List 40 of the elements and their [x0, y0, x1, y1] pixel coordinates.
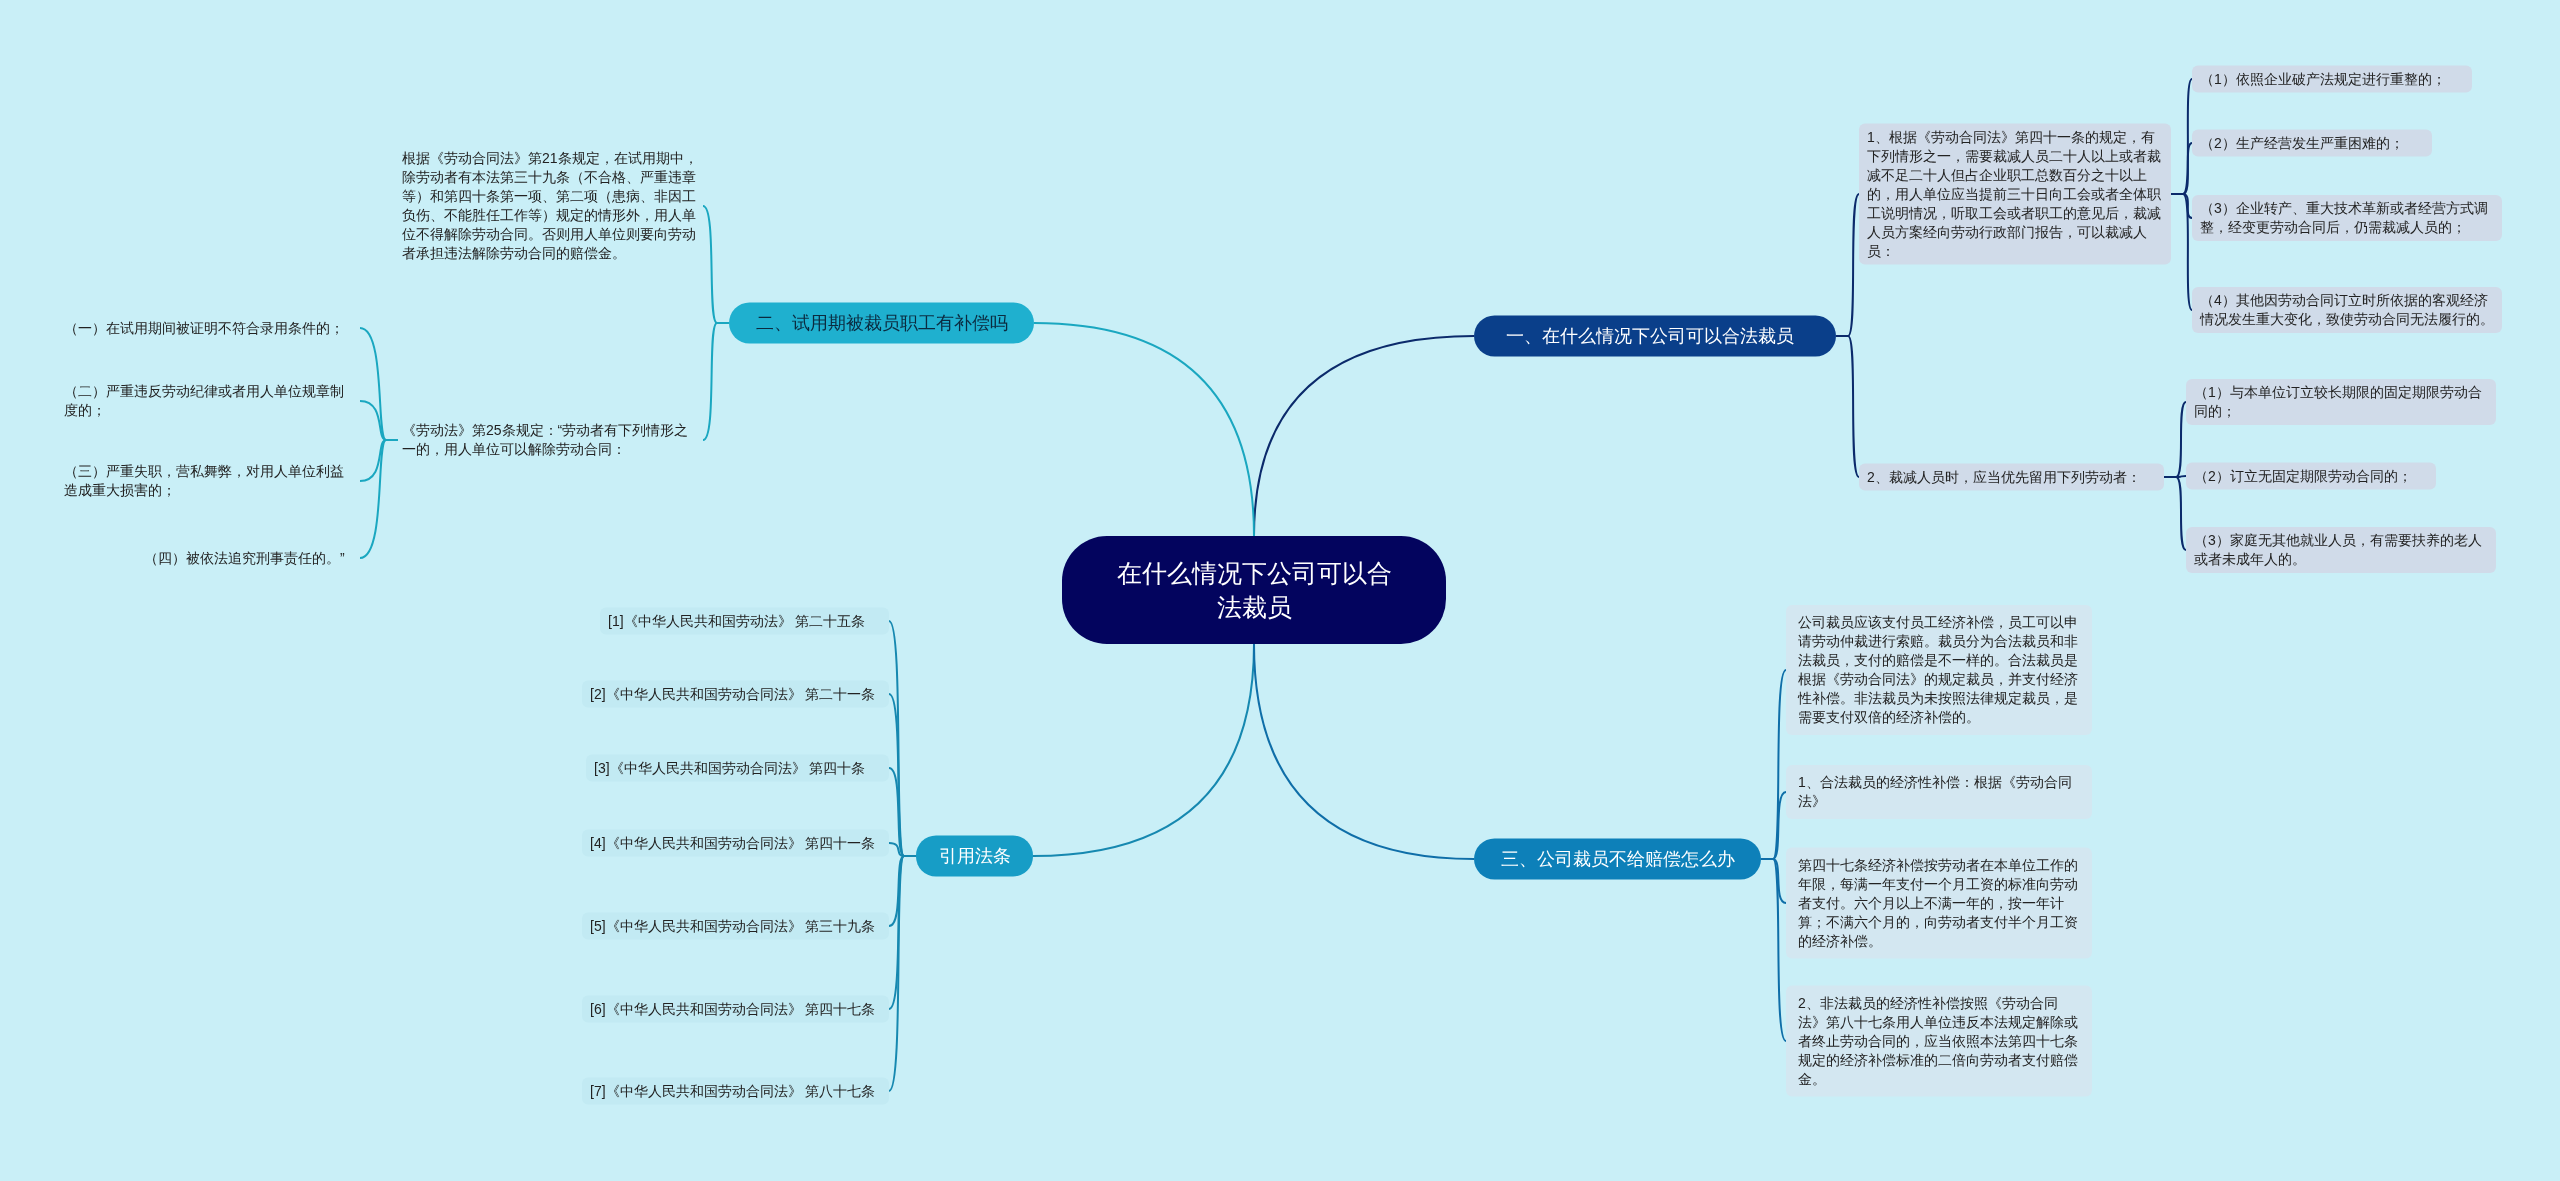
citation-box: [7]《中华人民共和国劳动合同法》 第八十七条: [582, 1077, 889, 1105]
subtopic-box: 2、裁减人员时，应当优先留用下列劳动者：: [1859, 463, 2164, 491]
subtopic-box: （1）依照企业破产法规定进行重整的；: [2192, 65, 2472, 93]
branch-topic: 三、公司裁员不给赔偿怎么办: [1474, 838, 1761, 880]
subtopic-box: （4）其他因劳动合同订立时所依据的客观经济情况发生重大变化，致使劳动合同无法履行的。: [2192, 287, 2502, 333]
subtopic-box: 1、合法裁员的经济性补偿：根据《劳动合同法》: [1786, 765, 2092, 819]
citation-box: [6]《中华人民共和国劳动合同法》 第四十七条: [582, 995, 889, 1023]
connector: [1253, 643, 1475, 860]
subtopic-box: 1、根据《劳动合同法》第四十一条的规定，有下列情形之一，需要裁减人员二十人以上或者裁减不足二十人但占企业职工总数百分之十以上的，用人单位应当提前三十日向工会或者全体职工说明情况，听取工会或者职工的意见后，裁减人员方案经向劳动行政部门报告，可以裁减人员：: [1859, 123, 2171, 265]
connector: [1760, 858, 1787, 1042]
citation-box: [5]《中华人民共和国劳动合同法》 第三十九条: [582, 912, 889, 940]
connector: [2163, 476, 2187, 551]
subtopic-text: 根据《劳动合同法》第21条规定，在试用期中，除劳动者有本法第三十九条（不合格、严重违章等）和第四十条第一项、第二项（患病、非因工负伤、不能胜任工作等）规定的情形外，用人单位不得解除劳动合同。否则用人单位则要向劳动者承担违法解除劳动合同的赔偿金。: [398, 149, 703, 263]
branch-topic: 引用法条: [916, 835, 1033, 877]
connector: [1835, 335, 1860, 478]
subtopic-box: （3）企业转产、重大技术革新或者经营方式调整，经变更劳动合同后，仍需裁减人员的；: [2192, 195, 2502, 241]
subtopic-box: （1）与本单位订立较长期限的固定期限劳动合同的；: [2186, 379, 2496, 425]
subtopic-box: 公司裁员应该支付员工经济补偿，员工可以申请劳动仲裁进行索赔。裁员分为合法裁员和非法裁员，支付的赔偿是不一样的。合法裁员是根据《劳动合同法》的规定裁员，并支付经济性补偿。非法裁员为未按照法律规定裁员，是需要支付双倍的经济补偿的。: [1786, 605, 2092, 735]
subtopic-box: （2）生产经营发生严重困难的；: [2192, 129, 2432, 157]
subtopic-text: （二）严重违反劳动纪律或者用人单位规章制度的；: [60, 382, 360, 420]
connector: [702, 322, 730, 441]
subtopic-box: （3）家庭无其他就业人员，有需要扶养的老人或者未成年人的。: [2186, 527, 2496, 573]
connector: [2170, 193, 2193, 311]
subtopic-text: （一）在试用期间被证明不符合录用条件的；: [60, 318, 360, 338]
connector: [1033, 322, 1255, 537]
branch-topic: 二、试用期被裁员职工有补偿吗: [729, 302, 1034, 344]
citation-box: [2]《中华人民共和国劳动合同法》 第二十一条: [582, 680, 889, 708]
subtopic-text: （三）严重失职，营私舞弊，对用人单位利益造成重大损害的；: [60, 462, 360, 500]
subtopic-box: 2、非法裁员的经济性补偿按照《劳动合同法》第八十七条用人单位违反本法规定解除或者终止劳动合同的，应当依照本法第四十七条规定的经济补偿标准的二倍向劳动者支付赔偿金。: [1786, 985, 2092, 1097]
citation-box: [4]《中华人民共和国劳动合同法》 第四十一条: [582, 829, 889, 857]
citation-box: [3]《中华人民共和国劳动合同法》 第四十条: [586, 754, 889, 782]
subtopic-text: 《劳动法》第25条规定：“劳动者有下列情形之一的，用人单位可以解除劳动合同：: [398, 421, 703, 459]
subtopic-box: 第四十七条经济补偿按劳动者在本单位工作的年限，每满一年支付一个月工资的标准向劳动者支付。六个月以上不满一年的，按一年计算；不满六个月的，向劳动者支付半个月工资的经济补偿。: [1786, 847, 2092, 959]
central-topic: 在什么情况下公司可以合法裁员: [1062, 536, 1446, 644]
branch-topic: 一、在什么情况下公司可以合法裁员: [1474, 315, 1836, 357]
connector: [359, 439, 399, 559]
subtopic-text: （四）被依法追究刑事责任的。”: [140, 548, 360, 568]
subtopic-box: （2）订立无固定期限劳动合同的；: [2186, 462, 2436, 490]
citation-box: [1]《中华人民共和国劳动法》 第二十五条: [600, 607, 889, 635]
connector: [888, 855, 917, 1092]
